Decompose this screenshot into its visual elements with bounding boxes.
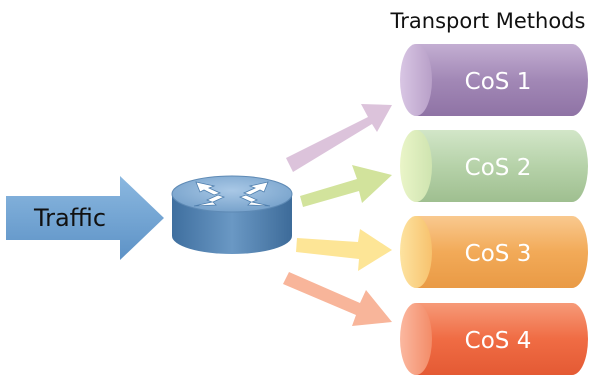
cos-label-4: CoS 4 [465,328,532,354]
traffic-arrow: Traffic [6,176,164,260]
router-icon [171,175,293,254]
arrow-to-cos-1 [286,104,392,172]
cos-cylinder-2: CoS 2 [400,130,588,202]
arrow-to-cos-2 [300,165,392,207]
cos-label-3: CoS 3 [465,241,532,267]
output-arrows [283,104,392,326]
arrow-to-cos-4 [283,272,392,326]
diagram-title: Transport Methods [390,9,586,33]
cos-cylinder-1: CoS 1 [400,44,588,116]
arrow-to-cos-3 [296,229,392,271]
cos-label-2: CoS 2 [465,155,532,181]
cos-label-1: CoS 1 [465,69,532,95]
cos-cylinder-3: CoS 3 [400,216,588,288]
traffic-label: Traffic [33,204,106,232]
cos-cylinder-4: CoS 4 [400,303,588,375]
